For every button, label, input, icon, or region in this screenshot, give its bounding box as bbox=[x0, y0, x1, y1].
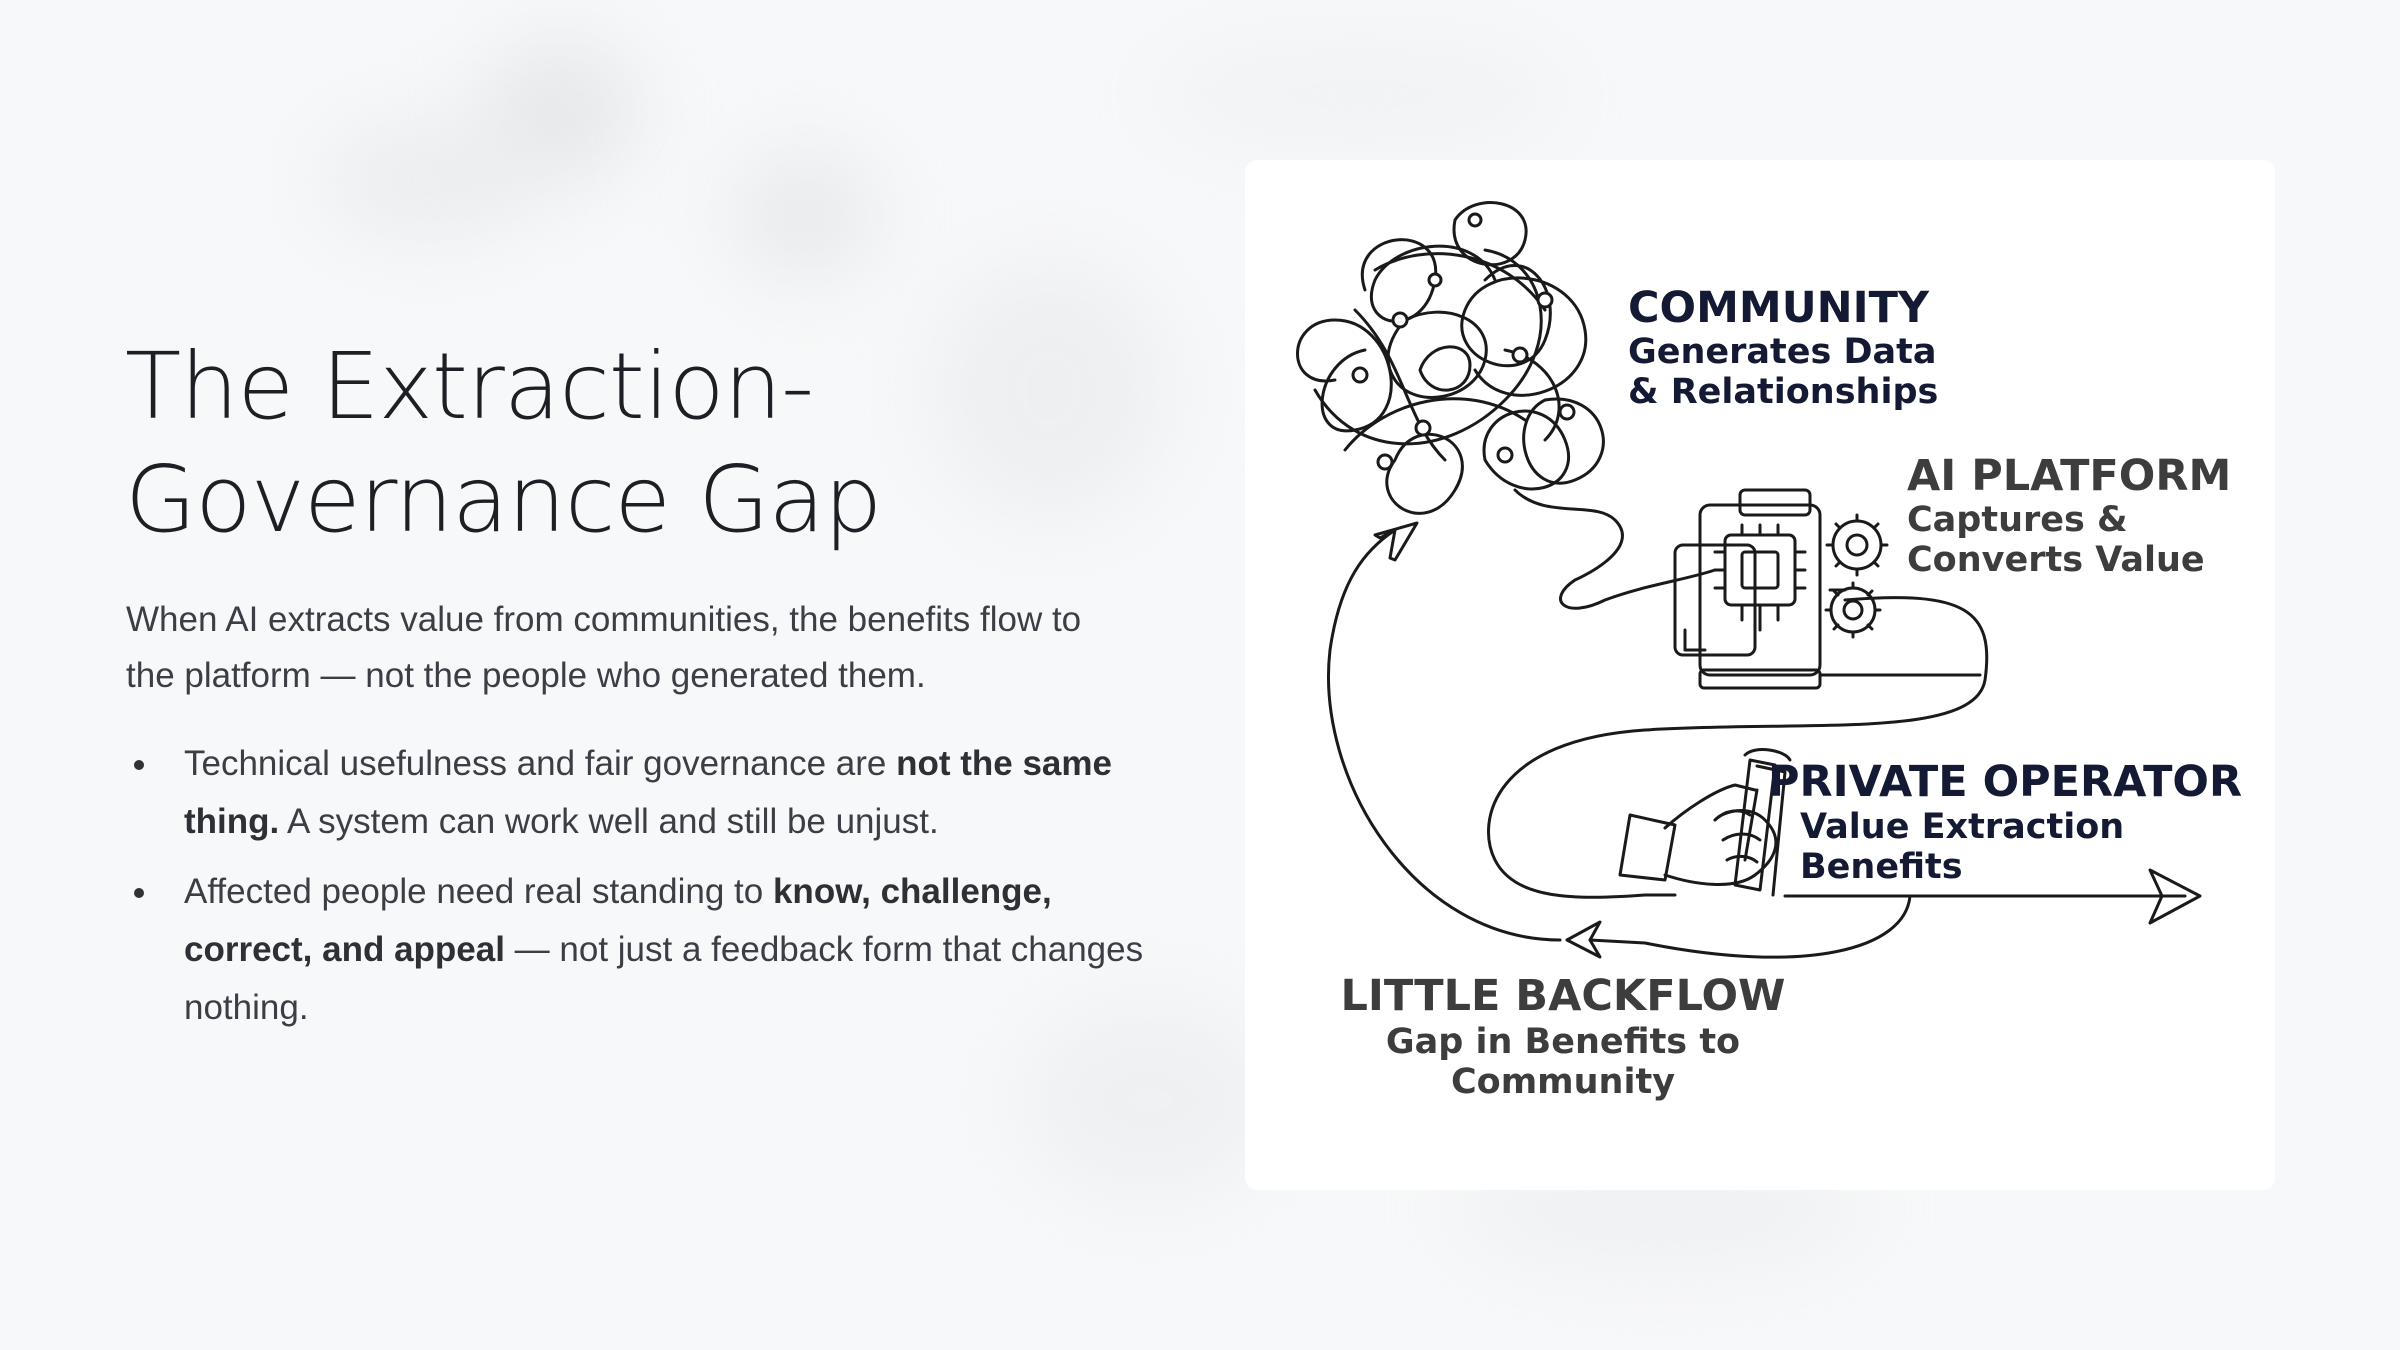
background-blur bbox=[320, 120, 540, 240]
bullet-text: A system can work well and still be unju… bbox=[279, 802, 939, 841]
operator-sub-line-2: Benefits bbox=[1800, 847, 1963, 887]
bullet-emphasis: not the same thing. bbox=[184, 744, 1112, 841]
bullet-dot-icon bbox=[134, 888, 144, 898]
bullet-dot-icon bbox=[134, 760, 144, 770]
platform-sub-line-1: Captures & bbox=[1907, 500, 2128, 540]
bullet-list: Technical usefulness and fair governance… bbox=[126, 735, 1171, 1049]
platform-sub-line-2: Converts Value bbox=[1907, 540, 2205, 580]
hand-with-money-icon bbox=[1618, 748, 1792, 897]
background-blur bbox=[930, 260, 1170, 520]
lead-line-1: When AI extracts value from communities,… bbox=[126, 600, 1082, 639]
platform-title: AI PLATFORM bbox=[1907, 451, 2231, 501]
community-title: COMMUNITY bbox=[1628, 283, 1930, 333]
community-label: COMMUNITY Generates Data & Relationships bbox=[1628, 283, 1938, 412]
backflow-sub-line-2: Community bbox=[1451, 1062, 1675, 1102]
lead-paragraph: When AI extracts value from communities,… bbox=[126, 592, 1166, 704]
background-blur bbox=[1150, 40, 1570, 150]
operator-sub-line-1: Value Extraction bbox=[1800, 807, 2124, 847]
bullet-text: Technical usefulness and fair governance… bbox=[184, 744, 897, 783]
bullet-item: Technical usefulness and fair governance… bbox=[126, 735, 1171, 851]
flow-arrow-icon bbox=[1327, 521, 2202, 959]
community-sub-line-1: Generates Data bbox=[1628, 332, 1937, 372]
extraction-diagram: COMMUNITY Generates Data & Relationships… bbox=[1296, 201, 2242, 1102]
operator-title: PRIVATE OPERATOR bbox=[1768, 757, 2242, 807]
operator-label: PRIVATE OPERATOR Value Extraction Benefi… bbox=[1768, 757, 2242, 887]
slide-title: The Extraction- Governance Gap bbox=[125, 330, 1025, 556]
bullet-text: — not just a feedback form that changes … bbox=[184, 930, 1144, 1027]
bullet-item: Affected people need real standing to kn… bbox=[126, 863, 1171, 1037]
bullet-text: Affected people need real standing to bbox=[184, 872, 773, 911]
platform-label: AI PLATFORM Captures & Converts Value bbox=[1907, 451, 2231, 580]
backflow-sub-line-1: Gap in Benefits to bbox=[1386, 1022, 1740, 1062]
slide-title-line-1: The Extraction- bbox=[125, 333, 814, 440]
background-blur bbox=[1020, 1000, 1280, 1200]
machine-gears-icon bbox=[1673, 488, 1889, 690]
lead-line-2: the platform — not the people who genera… bbox=[126, 656, 926, 695]
slide-title-line-2: Governance Gap bbox=[125, 446, 882, 553]
bullet-emphasis: know, challenge, correct, and appeal bbox=[184, 872, 1052, 969]
backflow-label: LITTLE BACKFLOW Gap in Benefits to Commu… bbox=[1341, 971, 1786, 1102]
diagram-card: COMMUNITY Generates Data & Relationships… bbox=[1245, 160, 2275, 1190]
community-sub-line-2: & Relationships bbox=[1628, 372, 1938, 412]
background-blur bbox=[730, 150, 880, 280]
tangled-network-icon bbox=[1296, 201, 1717, 610]
backflow-title: LITTLE BACKFLOW bbox=[1341, 971, 1786, 1021]
